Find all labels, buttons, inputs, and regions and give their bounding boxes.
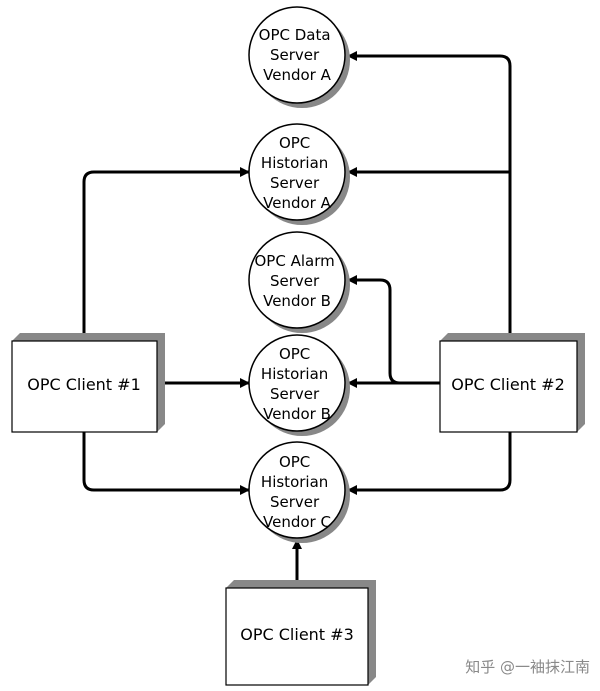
server-historian-b-line-4: Vendor B: [263, 405, 331, 423]
connector-client2-data-a: [347, 51, 512, 340]
watermark-text: 知乎 @一袖抹江南: [465, 658, 590, 676]
server-historian-a-line-2: Historian: [261, 154, 328, 172]
server-data-a: OPC Data Server Vendor A: [248, 6, 350, 108]
server-historian-b-line-3: Server: [270, 385, 320, 403]
server-historian-c-line-3: Server: [270, 493, 320, 511]
server-historian-c-line-2: Historian: [261, 473, 328, 491]
server-historian-c: OPC Historian Server Vendor C: [248, 441, 350, 543]
connector-client1-historian-a: [82, 167, 250, 340]
server-historian-a-line-3: Server: [270, 174, 320, 192]
server-data-a-line-1: OPC Data: [259, 26, 331, 44]
connectors: [82, 51, 512, 587]
svg-text:OPC Historian Serv: OPC Historian Server Vendor A: [261, 134, 333, 212]
server-historian-b-line-1: OPC: [279, 345, 310, 363]
svg-text:OPC Historian Serv: OPC Historian Server Vendor C: [261, 453, 333, 531]
server-historian-b-line-2: Historian: [261, 365, 328, 383]
server-alarm-b-line-2: Server: [270, 272, 320, 290]
connector-client1-historian-c: [82, 432, 250, 495]
server-historian-c-line-1: OPC: [279, 453, 310, 471]
server-historian-a: OPC Historian Server Vendor A: [248, 123, 350, 225]
server-alarm-b-line-1: OPC Alarm: [254, 252, 334, 270]
server-historian-a-line-1: OPC: [279, 134, 310, 152]
server-historian-c-line-4: Vendor C: [263, 513, 331, 531]
client-3-box: OPC Client #3: [225, 580, 376, 686]
client-1-label: OPC Client #1: [27, 375, 141, 394]
connector-client2-historian-c: [347, 432, 512, 495]
client-2-label: OPC Client #2: [451, 375, 565, 394]
client-1-box: OPC Client #1: [11, 333, 165, 433]
server-data-a-line-2: Server: [270, 46, 320, 64]
server-historian-a-line-4: Vendor A: [263, 194, 331, 212]
server-historian-b: OPC Historian Server Vendor B: [248, 334, 350, 436]
server-alarm-b: OPC Alarm Server Vendor B: [248, 231, 350, 333]
svg-text:OPC Data Server Ve: OPC Data Server Vendor A: [259, 26, 336, 84]
server-data-a-line-3: Vendor A: [263, 66, 331, 84]
client-2-box: OPC Client #2: [439, 333, 585, 433]
server-alarm-b-line-3: Vendor B: [263, 292, 331, 310]
svg-text:OPC Historian Serv: OPC Historian Server Vendor B: [261, 345, 333, 423]
svg-text:OPC Alarm Server V: OPC Alarm Server Vendor B: [254, 252, 339, 310]
client-3-label: OPC Client #3: [240, 625, 354, 644]
connector-client2-alarm-b: [347, 275, 440, 385]
